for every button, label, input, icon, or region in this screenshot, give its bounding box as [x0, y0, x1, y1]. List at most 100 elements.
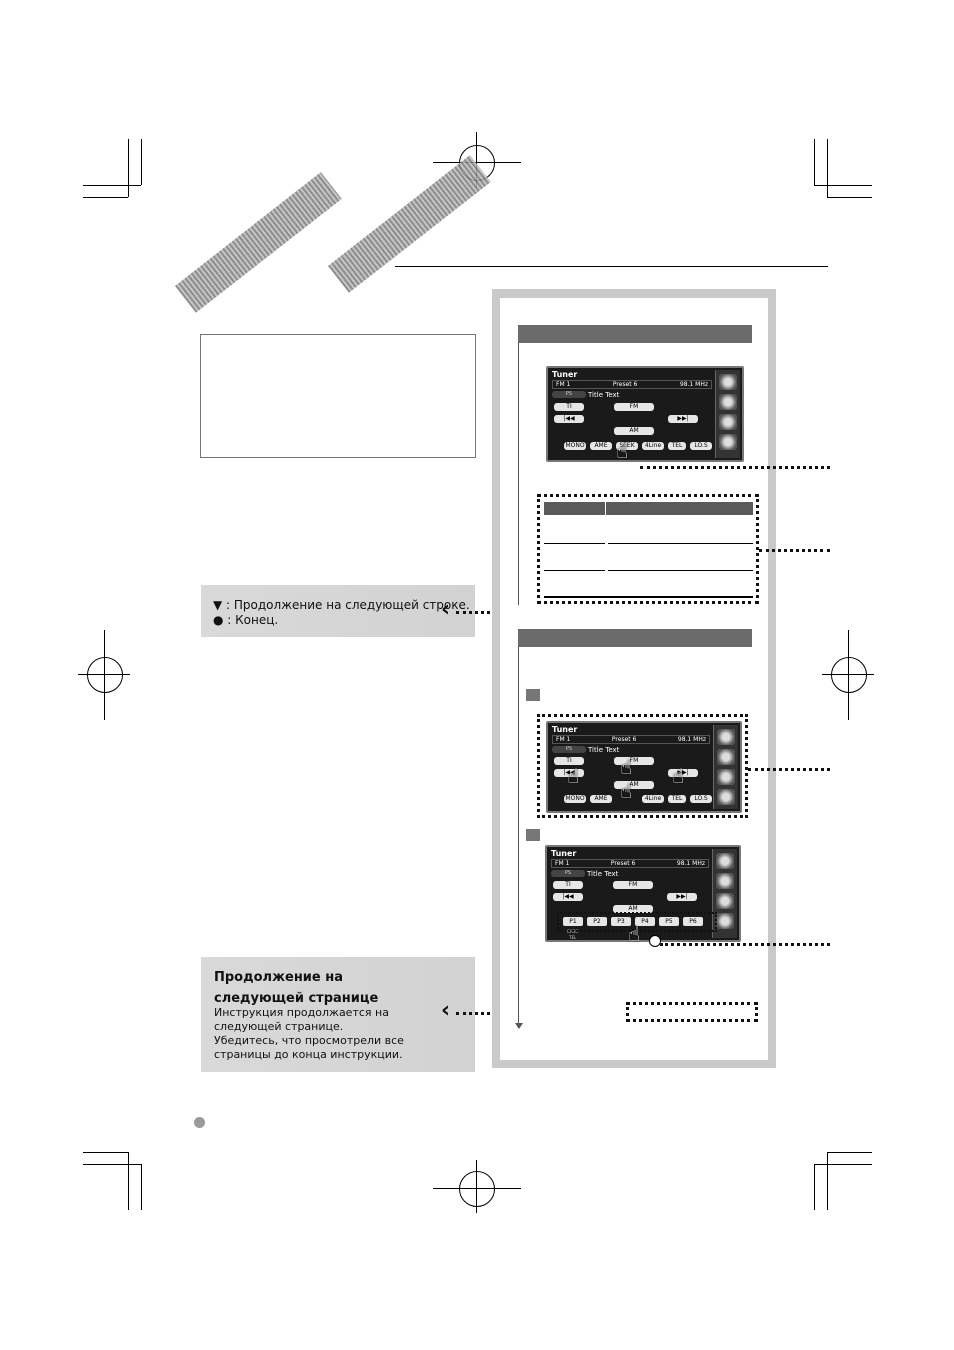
menu-icon[interactable] — [716, 853, 734, 869]
table-header — [544, 502, 753, 515]
table-rule — [608, 543, 753, 544]
hand-pointer-icon: ☝ — [567, 764, 580, 788]
softkey[interactable]: LO.S — [690, 795, 712, 803]
menu-icon[interactable] — [717, 729, 735, 745]
seek-prev-button[interactable]: |◀◀ — [554, 415, 584, 423]
crop-mark — [827, 1152, 872, 1153]
softkey[interactable]: AME — [590, 442, 612, 450]
preset-label: Preset 6 — [611, 736, 637, 743]
leader-line — [759, 549, 830, 552]
ti-button[interactable]: TI — [553, 881, 583, 889]
seek-next-button[interactable]: ▶▶| — [668, 415, 698, 423]
softkey[interactable]: SEEK — [616, 442, 638, 450]
preset-button[interactable]: P1 — [563, 917, 583, 926]
am-button[interactable]: AM — [614, 427, 654, 435]
leader-line — [456, 611, 508, 614]
registration-mark — [453, 1165, 501, 1213]
crop-mark — [476, 1160, 477, 1212]
table-rule — [544, 596, 753, 598]
softkey[interactable]: 4Line — [642, 442, 664, 450]
ti-button[interactable]: TI — [554, 757, 584, 765]
am-button[interactable]: AM — [613, 905, 653, 913]
crop-mark — [141, 139, 142, 185]
setup-icon[interactable] — [716, 913, 734, 929]
disc-icon[interactable] — [717, 769, 735, 785]
leader-line — [660, 943, 830, 946]
screen-info-bar: FM 1 Preset 6 98.1 MHz — [552, 735, 710, 744]
seek-prev-button[interactable]: |◀◀ — [554, 769, 584, 777]
crop-mark — [128, 1152, 129, 1210]
ti-button[interactable]: TI — [554, 403, 584, 411]
screen-title: Tuner — [552, 370, 578, 379]
screen-info-bar: FM 1 Preset 6 98.1 MHz — [552, 380, 712, 389]
screen-side-menu — [713, 725, 738, 809]
chevron-left-icon: ‹ — [441, 597, 451, 622]
small-label: TEL — [569, 935, 577, 940]
fm-button[interactable]: FM — [613, 881, 653, 889]
preset-button[interactable]: P5 — [659, 917, 679, 926]
softkey[interactable]: LO.S — [690, 442, 712, 450]
setup-icon[interactable] — [717, 789, 735, 805]
table-callout — [537, 494, 759, 604]
menu-icon[interactable] — [719, 374, 737, 390]
continue-page-note: Продолжение на следующей странице Инстру… — [201, 957, 475, 1072]
audio-icon[interactable] — [717, 749, 735, 765]
continue-callout — [626, 1002, 758, 1022]
seek-next-button[interactable]: ▶▶| — [668, 769, 698, 777]
hand-pointer-icon: ☝ — [672, 764, 685, 788]
seek-next-button[interactable]: ▶▶| — [667, 893, 697, 901]
registration-mark — [81, 651, 129, 699]
softkey[interactable]: 4Line — [642, 795, 664, 803]
band-label: FM 1 — [556, 381, 571, 388]
tuner-screen: Tuner FM 1 Preset 6 98.1 MHz PS Title Te… — [546, 721, 742, 813]
screen-title: Tuner — [551, 849, 577, 858]
disc-icon[interactable] — [716, 893, 734, 909]
fm-button[interactable]: FM — [614, 757, 654, 765]
frequency-label: 98.1 MHz — [677, 736, 706, 743]
softkey[interactable]: TEL — [668, 795, 686, 803]
table-divider — [605, 502, 606, 515]
continue-page-line: Инструкция продолжается на — [214, 1006, 389, 1019]
crop-mark — [83, 197, 128, 198]
tuner-screen: Tuner FM 1 Preset 6 98.1 MHz PS Title Te… — [546, 366, 744, 462]
seek-prev-button[interactable]: |◀◀ — [553, 893, 583, 901]
crop-mark — [128, 139, 129, 197]
audio-icon[interactable] — [719, 394, 737, 410]
title-text: Title Text — [588, 391, 620, 399]
crop-mark — [814, 139, 815, 185]
preset-button[interactable]: P2 — [587, 917, 607, 926]
table-rule — [544, 543, 605, 544]
fm-button[interactable]: FM — [614, 403, 654, 411]
flow-line — [518, 647, 519, 1025]
ps-label: PS — [552, 746, 586, 753]
section-bar — [518, 629, 752, 647]
preset-button[interactable]: P6 — [683, 917, 703, 926]
decorative-stripe — [175, 172, 342, 313]
setup-icon[interactable] — [719, 434, 737, 450]
decorative-stripe — [328, 155, 491, 293]
audio-icon[interactable] — [716, 873, 734, 889]
softkey[interactable]: TEL — [668, 442, 686, 450]
hand-pointer-icon: ☝ — [620, 779, 633, 803]
disc-icon[interactable] — [719, 414, 737, 430]
preset-button[interactable]: P4 — [635, 917, 655, 926]
frequency-label: 98.1 MHz — [676, 860, 705, 867]
leader-line — [640, 466, 830, 469]
am-button[interactable]: AM — [614, 781, 654, 789]
preset-label: Preset 6 — [612, 381, 638, 388]
title-text: Title Text — [587, 870, 619, 878]
section-bar — [518, 325, 752, 343]
crop-mark — [848, 630, 849, 720]
continue-page-line: страницы до конца инструкции. — [214, 1048, 403, 1061]
crop-mark — [83, 1164, 141, 1165]
preset-button[interactable]: P3 — [611, 917, 631, 926]
screen-callout — [537, 714, 748, 818]
softkey[interactable]: MONO — [564, 795, 586, 803]
table-rule — [544, 570, 605, 571]
legend-continue-line: ▼ : Продолжение на следующей строке. — [213, 598, 470, 612]
crop-mark — [83, 185, 141, 186]
hold-timer-icon — [649, 935, 661, 947]
softkey[interactable]: MONO — [564, 442, 586, 450]
softkey[interactable]: AME — [590, 795, 612, 803]
continue-page-line: Убедитесь, что просмотрели все — [214, 1034, 404, 1047]
